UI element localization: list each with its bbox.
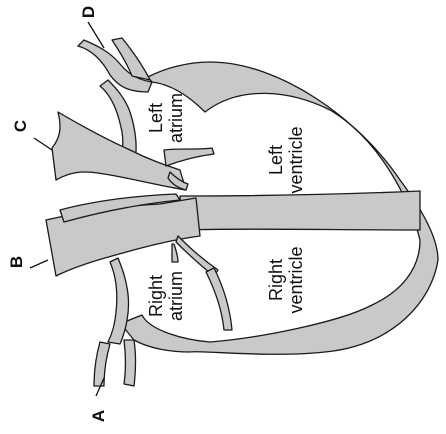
left-ventricle-label-line1: Left xyxy=(266,145,286,175)
leader-line-b xyxy=(30,260,48,268)
valve-left-upper xyxy=(164,148,214,166)
right-atrium-wall xyxy=(108,258,129,344)
vessel-a-wall xyxy=(94,342,110,386)
label-b: B xyxy=(7,256,26,268)
label-d: D xyxy=(79,6,98,18)
valve-right-lower xyxy=(172,244,178,262)
central-septum xyxy=(180,191,420,230)
right-ventricle-label: Right ventricle xyxy=(266,246,306,313)
vessel-a-wall-2 xyxy=(124,340,136,386)
right-atrium-label-line2: atrium xyxy=(166,271,186,321)
label-a: A xyxy=(89,410,108,422)
right-atrium-label-line1: Right xyxy=(146,275,166,317)
left-atrium-label-line1: Left xyxy=(146,103,166,133)
leader-line-c xyxy=(34,138,52,150)
right-ventricle-label-line1: Right xyxy=(266,259,286,301)
label-c: C xyxy=(11,120,30,132)
left-ventricle-label: Left ventricle xyxy=(266,126,306,193)
left-ventricle-label-line2: ventricle xyxy=(286,126,306,193)
right-ventricle-label-line2: ventricle xyxy=(286,246,306,313)
right-atrium-label: Right atrium xyxy=(146,271,186,321)
left-atrium-label: Left atrium xyxy=(146,93,186,143)
right-ventricle-flap xyxy=(206,268,232,330)
left-atrium-label-line2: atrium xyxy=(166,93,186,143)
